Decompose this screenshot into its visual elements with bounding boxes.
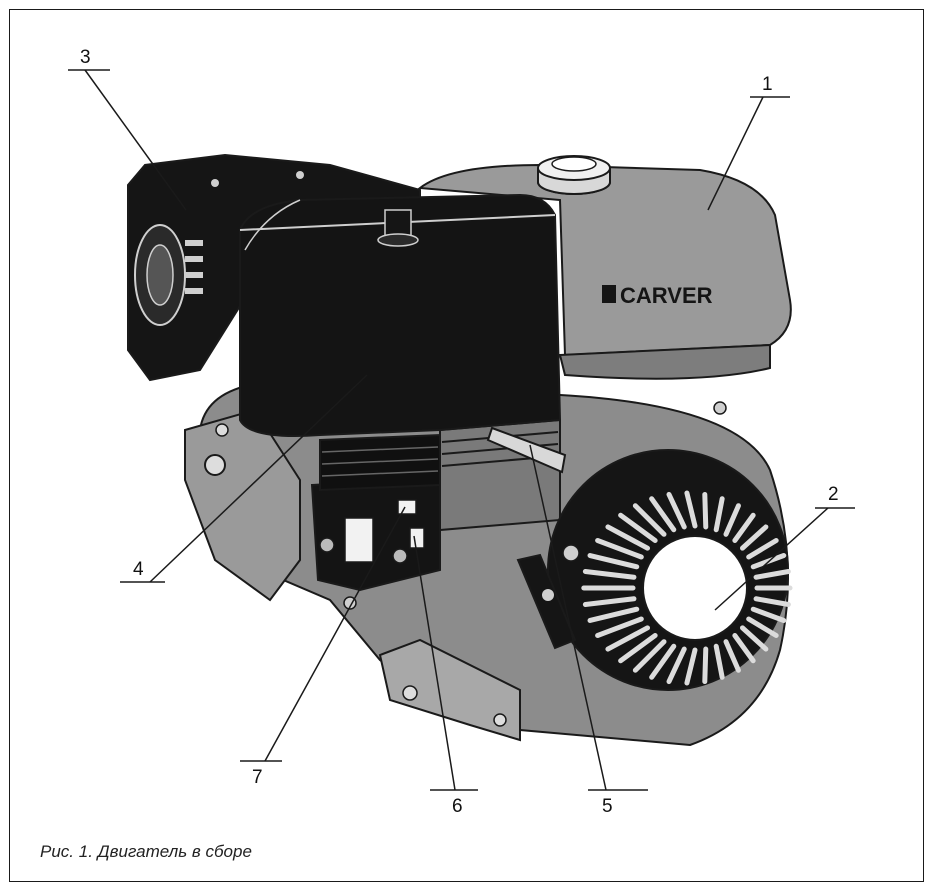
starter-slot [713, 496, 725, 533]
callout-2: 2 [828, 484, 839, 505]
engine-base-mount [378, 638, 521, 742]
fuel-cap [537, 155, 611, 195]
starter-slot [649, 496, 677, 533]
starter-slot [723, 639, 741, 673]
starter-slot [632, 503, 667, 537]
starter-slot [702, 491, 709, 530]
starter-slot [605, 625, 651, 652]
starter-slot [739, 524, 769, 551]
starter-slot [618, 632, 658, 664]
recoil-starter-handle [516, 553, 577, 650]
starter-slot [595, 616, 644, 638]
bolt-head [562, 544, 580, 562]
starter-slot [746, 538, 779, 560]
air-filter-highlight-edge [244, 199, 301, 251]
fuel-tank [417, 163, 792, 357]
bolt-head [296, 171, 304, 179]
brand-logo-mark [602, 285, 616, 303]
starter-slot [587, 606, 640, 623]
bolt-head [215, 423, 229, 437]
callout-1: 1 [762, 74, 773, 95]
figure-caption: Рис. 1. Двигатель в сборе [40, 842, 252, 861]
intake-neck [319, 433, 441, 492]
choke-label-plate [344, 517, 374, 563]
callout-numbers: 1 2 3 4 5 6 7 [80, 47, 839, 817]
muffler-outlet-inner [146, 244, 174, 306]
starter-slot [587, 553, 640, 570]
starter-slot [632, 639, 667, 673]
callout-7: 7 [252, 767, 263, 788]
wing-nut [377, 209, 419, 247]
starter-slot [732, 632, 756, 664]
callout-4: 4 [133, 559, 144, 580]
muffler-vents [185, 240, 203, 294]
starter-slot [605, 524, 651, 551]
starter-slot [666, 646, 687, 685]
air-filter-housing [239, 193, 562, 437]
bolt-head [211, 179, 219, 187]
callout-6: 6 [452, 796, 463, 817]
starter-slot [732, 512, 756, 544]
brand-label: CARVER [620, 283, 713, 308]
throttle-lever [486, 426, 567, 474]
bolt-head [319, 537, 335, 553]
starter-slot [595, 538, 644, 560]
bolt-head [392, 548, 408, 564]
starter-slot [582, 569, 637, 580]
starter-slot [723, 503, 741, 537]
bolt-head [493, 713, 507, 727]
starter-slot [684, 490, 698, 529]
callout-3: 3 [80, 47, 91, 68]
starter-slot [750, 606, 787, 623]
starter-slot [684, 647, 698, 686]
fuel-valve [409, 527, 425, 549]
bolt-head [713, 401, 727, 415]
starter-slot [753, 596, 791, 607]
starter-slot [753, 569, 791, 580]
callout-5: 5 [602, 796, 613, 817]
bolt-head [402, 685, 418, 701]
starter-slot [618, 512, 658, 544]
starter-slot [739, 625, 769, 652]
bolt-head [204, 454, 226, 476]
fuel-tank-bottom [558, 343, 771, 380]
choke-lever [397, 499, 417, 515]
starter-slot [702, 646, 709, 685]
starter-slot [582, 596, 637, 607]
starter-slots [581, 490, 793, 686]
callout-lines [68, 69, 855, 791]
starter-hub [642, 535, 748, 641]
starter-slot [666, 491, 687, 530]
starter-slot [713, 643, 725, 680]
starter-slot [649, 643, 677, 680]
starter-slot [746, 616, 779, 638]
figure-frame [9, 9, 924, 882]
